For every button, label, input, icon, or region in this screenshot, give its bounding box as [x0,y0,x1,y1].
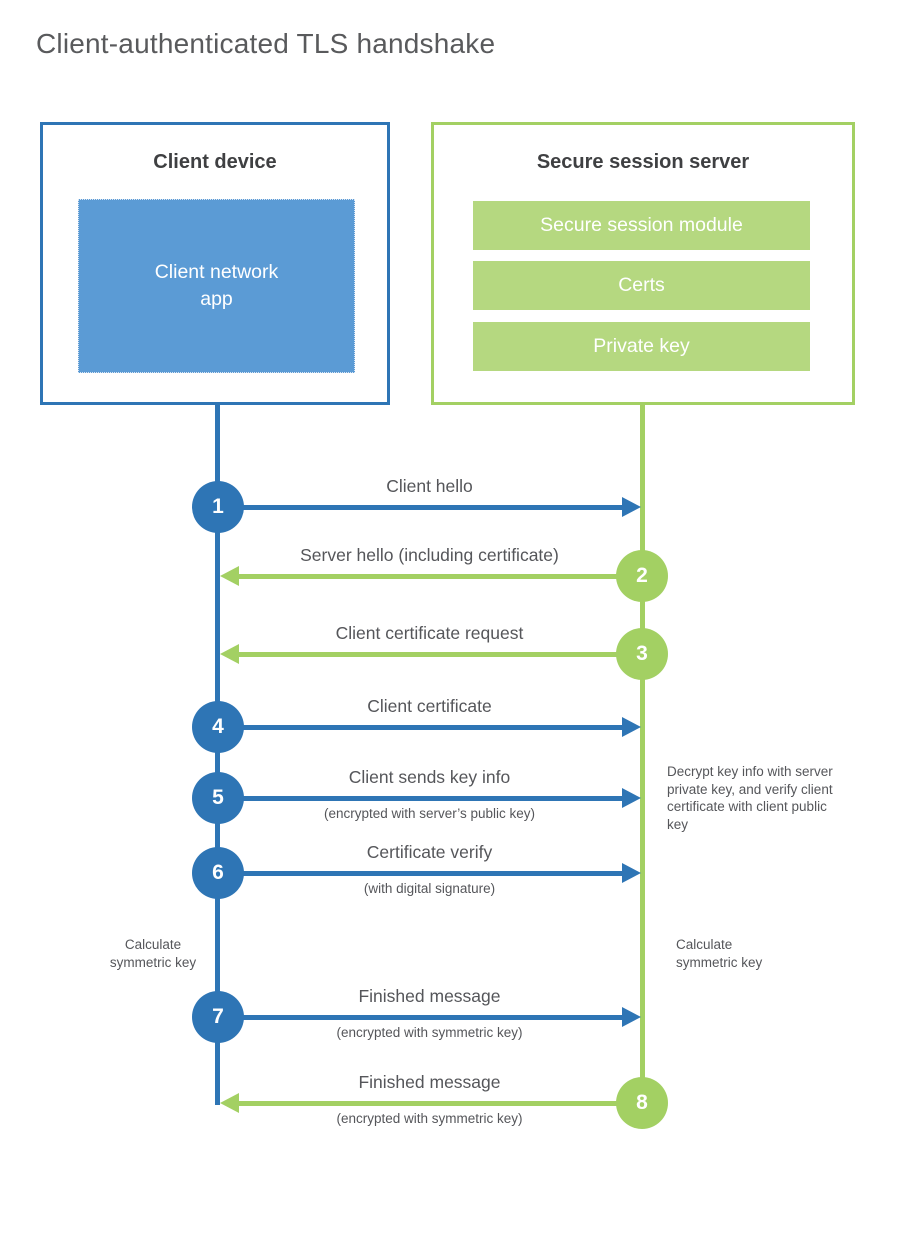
arrow-head-right-icon [622,1007,641,1027]
arrow-shaft [238,1100,642,1106]
step-number-badge: 8 [616,1077,668,1129]
server-module-certs: Certs [473,261,810,310]
step-number-badge: 4 [192,701,244,753]
arrow-shaft [217,795,623,801]
arrow-shaft [217,504,623,510]
message-sublabel: (encrypted with symmetric key) [336,1111,523,1126]
arrow-shaft [238,651,642,657]
client-network-app-box: Client network app [78,199,355,373]
step-number-badge: 6 [192,847,244,899]
server-calculate-symmetric-key-note: Calculate symmetric key [676,937,763,970]
message-sublabel: (encrypted with server’s public key) [323,806,536,821]
arrow-head-left-icon [220,1093,239,1113]
arrow-shaft [238,573,642,579]
message-label: Client certificate [367,696,492,716]
message-label: Server hello (including certificate) [300,545,559,565]
arrow-shaft [217,724,623,730]
step-number-badge: 2 [616,550,668,602]
step-number-badge: 1 [192,481,244,533]
server-decrypt-key-info-note: Decrypt key info with server private key… [667,764,833,832]
message-sublabel: (with digital signature) [363,881,496,896]
message-label: Client certificate request [335,623,524,643]
message-label: Finished message [358,1072,501,1092]
arrow-shaft [217,870,623,876]
client-device-title: Client device [153,151,277,173]
message-label: Client sends key info [348,767,511,787]
client-network-app-label: Client network app [154,261,279,310]
message-label: Certificate verify [366,842,493,862]
arrow-head-left-icon [220,644,239,664]
secure-session-server-title: Secure session server [536,151,750,173]
server-module-secure-session: Secure session module [473,201,810,250]
arrow-head-left-icon [220,566,239,586]
arrow-shaft [217,1014,623,1020]
arrow-head-right-icon [622,863,641,883]
arrow-head-right-icon [622,497,641,517]
message-sublabel: (encrypted with symmetric key) [336,1025,523,1040]
client-lifeline [215,404,220,1105]
diagram-title: Client-authenticated TLS handshake [36,28,496,59]
arrow-head-right-icon [622,788,641,808]
step-number-badge: 5 [192,772,244,824]
secure-session-server-box: Secure session server Secure session mod… [431,122,855,405]
arrow-head-right-icon [622,717,641,737]
step-number-badge: 3 [616,628,668,680]
server-lifeline [640,404,645,1106]
client-calculate-symmetric-key-note: Calculate symmetric key [109,937,197,970]
step-number-badge: 7 [192,991,244,1043]
message-label: Client hello [386,476,473,496]
message-label: Finished message [358,986,501,1006]
server-module-private-key: Private key [473,322,810,371]
client-device-box: Client device Client network app [40,122,390,405]
